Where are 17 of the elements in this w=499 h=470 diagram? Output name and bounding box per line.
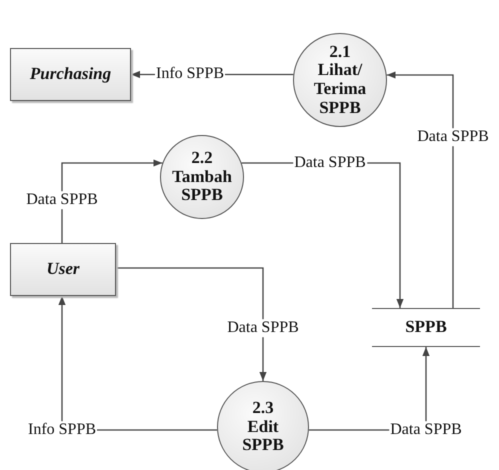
edge-label: Data SPPB: [416, 128, 490, 146]
process-number: 2.1: [329, 42, 351, 62]
edge-label: Data SPPB: [226, 319, 300, 337]
entity-label: User: [46, 260, 80, 279]
external-entity-box: [10, 243, 116, 296]
process-label: Tambah SPPB: [172, 168, 232, 206]
external-entity-box: [10, 48, 131, 101]
arrow: [116, 267, 267, 381]
entity-label: Purchasing: [30, 65, 112, 84]
store-label: SPPB: [405, 318, 447, 337]
process-number: 2.2: [191, 148, 213, 168]
process-number: 2.3: [252, 398, 274, 418]
process-label: Edit SPPB: [241, 418, 285, 456]
arrow: [386, 71, 454, 308]
arrow: [61, 159, 162, 243]
process-label: Lihat/ Terima SPPB: [312, 61, 368, 118]
edge-label: Data SPPB: [25, 191, 99, 209]
